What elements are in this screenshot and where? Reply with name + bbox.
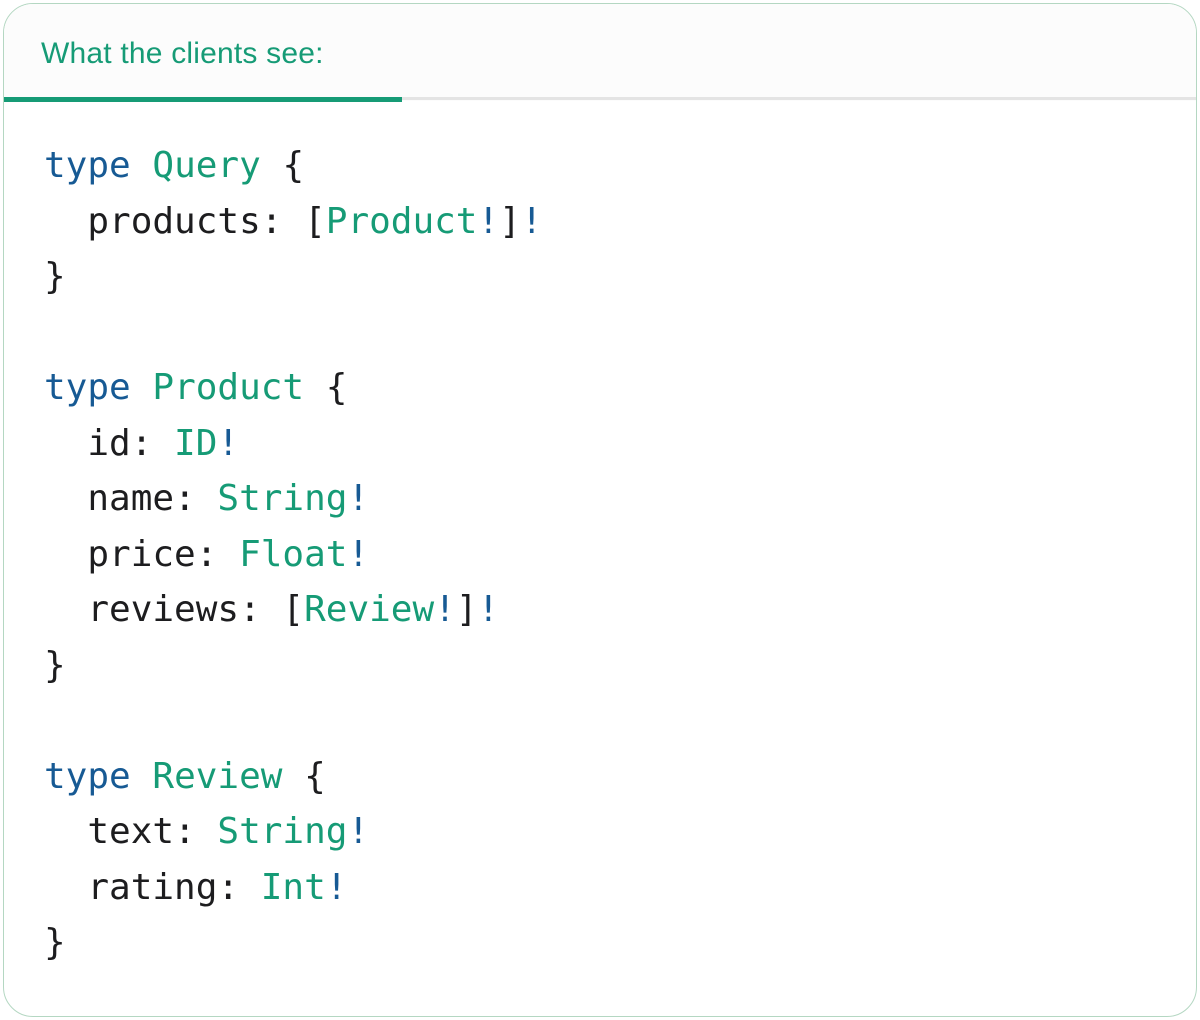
code-token-plain: name: bbox=[44, 478, 218, 519]
code-token-bang: ! bbox=[477, 200, 500, 242]
code-token-plain: products: [ bbox=[44, 200, 326, 242]
code-token-plain: price: bbox=[44, 533, 240, 575]
code-token-typename: Float bbox=[239, 533, 348, 575]
code-token-plain: rating: bbox=[44, 866, 261, 908]
code-line: reviews: [Review!]! bbox=[44, 582, 1196, 638]
code-token-typename: Review bbox=[304, 589, 435, 630]
code-token-typename: Query bbox=[152, 145, 261, 186]
code-token-plain: ] bbox=[499, 200, 521, 242]
code-token-typename: String bbox=[217, 811, 348, 852]
code-token-plain: } bbox=[44, 256, 66, 297]
code-line: type Review { bbox=[44, 749, 1196, 805]
code-token-plain: { bbox=[260, 145, 305, 186]
code-token-typename: Review bbox=[152, 755, 283, 797]
schema-card: What the clients see: type Query { produ… bbox=[3, 3, 1197, 1017]
code-line: id: ID! bbox=[44, 416, 1196, 472]
code-token-kw: type bbox=[44, 367, 131, 408]
tab-label: What the clients see: bbox=[41, 37, 324, 70]
code-token-bang: ! bbox=[217, 422, 240, 464]
code-area: type Query { products: [Product!]!} type… bbox=[4, 101, 1196, 971]
code-token-plain: } bbox=[44, 644, 66, 686]
graphql-schema-code: type Query { products: [Product!]!} type… bbox=[44, 138, 1196, 971]
code-line: price: Float! bbox=[44, 527, 1196, 583]
code-token-bang: ! bbox=[347, 811, 370, 852]
code-token-plain bbox=[131, 367, 153, 408]
code-token-plain bbox=[131, 756, 153, 797]
code-line bbox=[44, 693, 1196, 749]
code-token-bang: ! bbox=[434, 589, 456, 630]
code-line: products: [Product!]! bbox=[44, 194, 1196, 250]
code-line: } bbox=[44, 915, 1196, 971]
code-token-typename: Int bbox=[260, 866, 326, 908]
code-line: type Query { bbox=[44, 138, 1196, 194]
code-line: rating: Int! bbox=[44, 860, 1196, 916]
code-token-plain: { bbox=[282, 755, 326, 797]
code-token-bang: ! bbox=[347, 478, 370, 519]
code-line: type Product { bbox=[44, 360, 1196, 416]
code-token-plain: } bbox=[44, 922, 66, 963]
code-line bbox=[44, 305, 1196, 361]
code-line: text: String! bbox=[44, 804, 1196, 860]
tab-what-clients-see[interactable]: What the clients see: bbox=[4, 4, 402, 102]
tab-bar: What the clients see: bbox=[4, 4, 1196, 102]
code-token-bang: ! bbox=[347, 533, 370, 575]
code-token-typename: String bbox=[217, 478, 348, 519]
code-line: } bbox=[44, 638, 1196, 694]
code-token-plain: id: bbox=[44, 422, 175, 464]
code-token-bang: ! bbox=[477, 589, 500, 630]
code-token-bang: ! bbox=[325, 866, 348, 908]
code-token-plain: ] bbox=[455, 589, 478, 630]
code-token-plain: reviews: [ bbox=[44, 589, 305, 630]
code-token-kw: type bbox=[44, 145, 131, 186]
code-token-plain: { bbox=[304, 367, 348, 408]
code-line: name: String! bbox=[44, 471, 1196, 527]
code-token-plain bbox=[131, 145, 153, 186]
code-token-typename: ID bbox=[174, 422, 218, 464]
tab-bar-divider bbox=[4, 97, 1196, 100]
code-token-kw: type bbox=[44, 755, 131, 797]
code-line: } bbox=[44, 249, 1196, 305]
code-token-bang: ! bbox=[520, 200, 543, 242]
code-token-typename: Product bbox=[325, 200, 478, 242]
code-token-typename: Product bbox=[152, 367, 305, 408]
active-tab-underline bbox=[4, 97, 402, 102]
code-token-plain: text: bbox=[44, 811, 218, 852]
